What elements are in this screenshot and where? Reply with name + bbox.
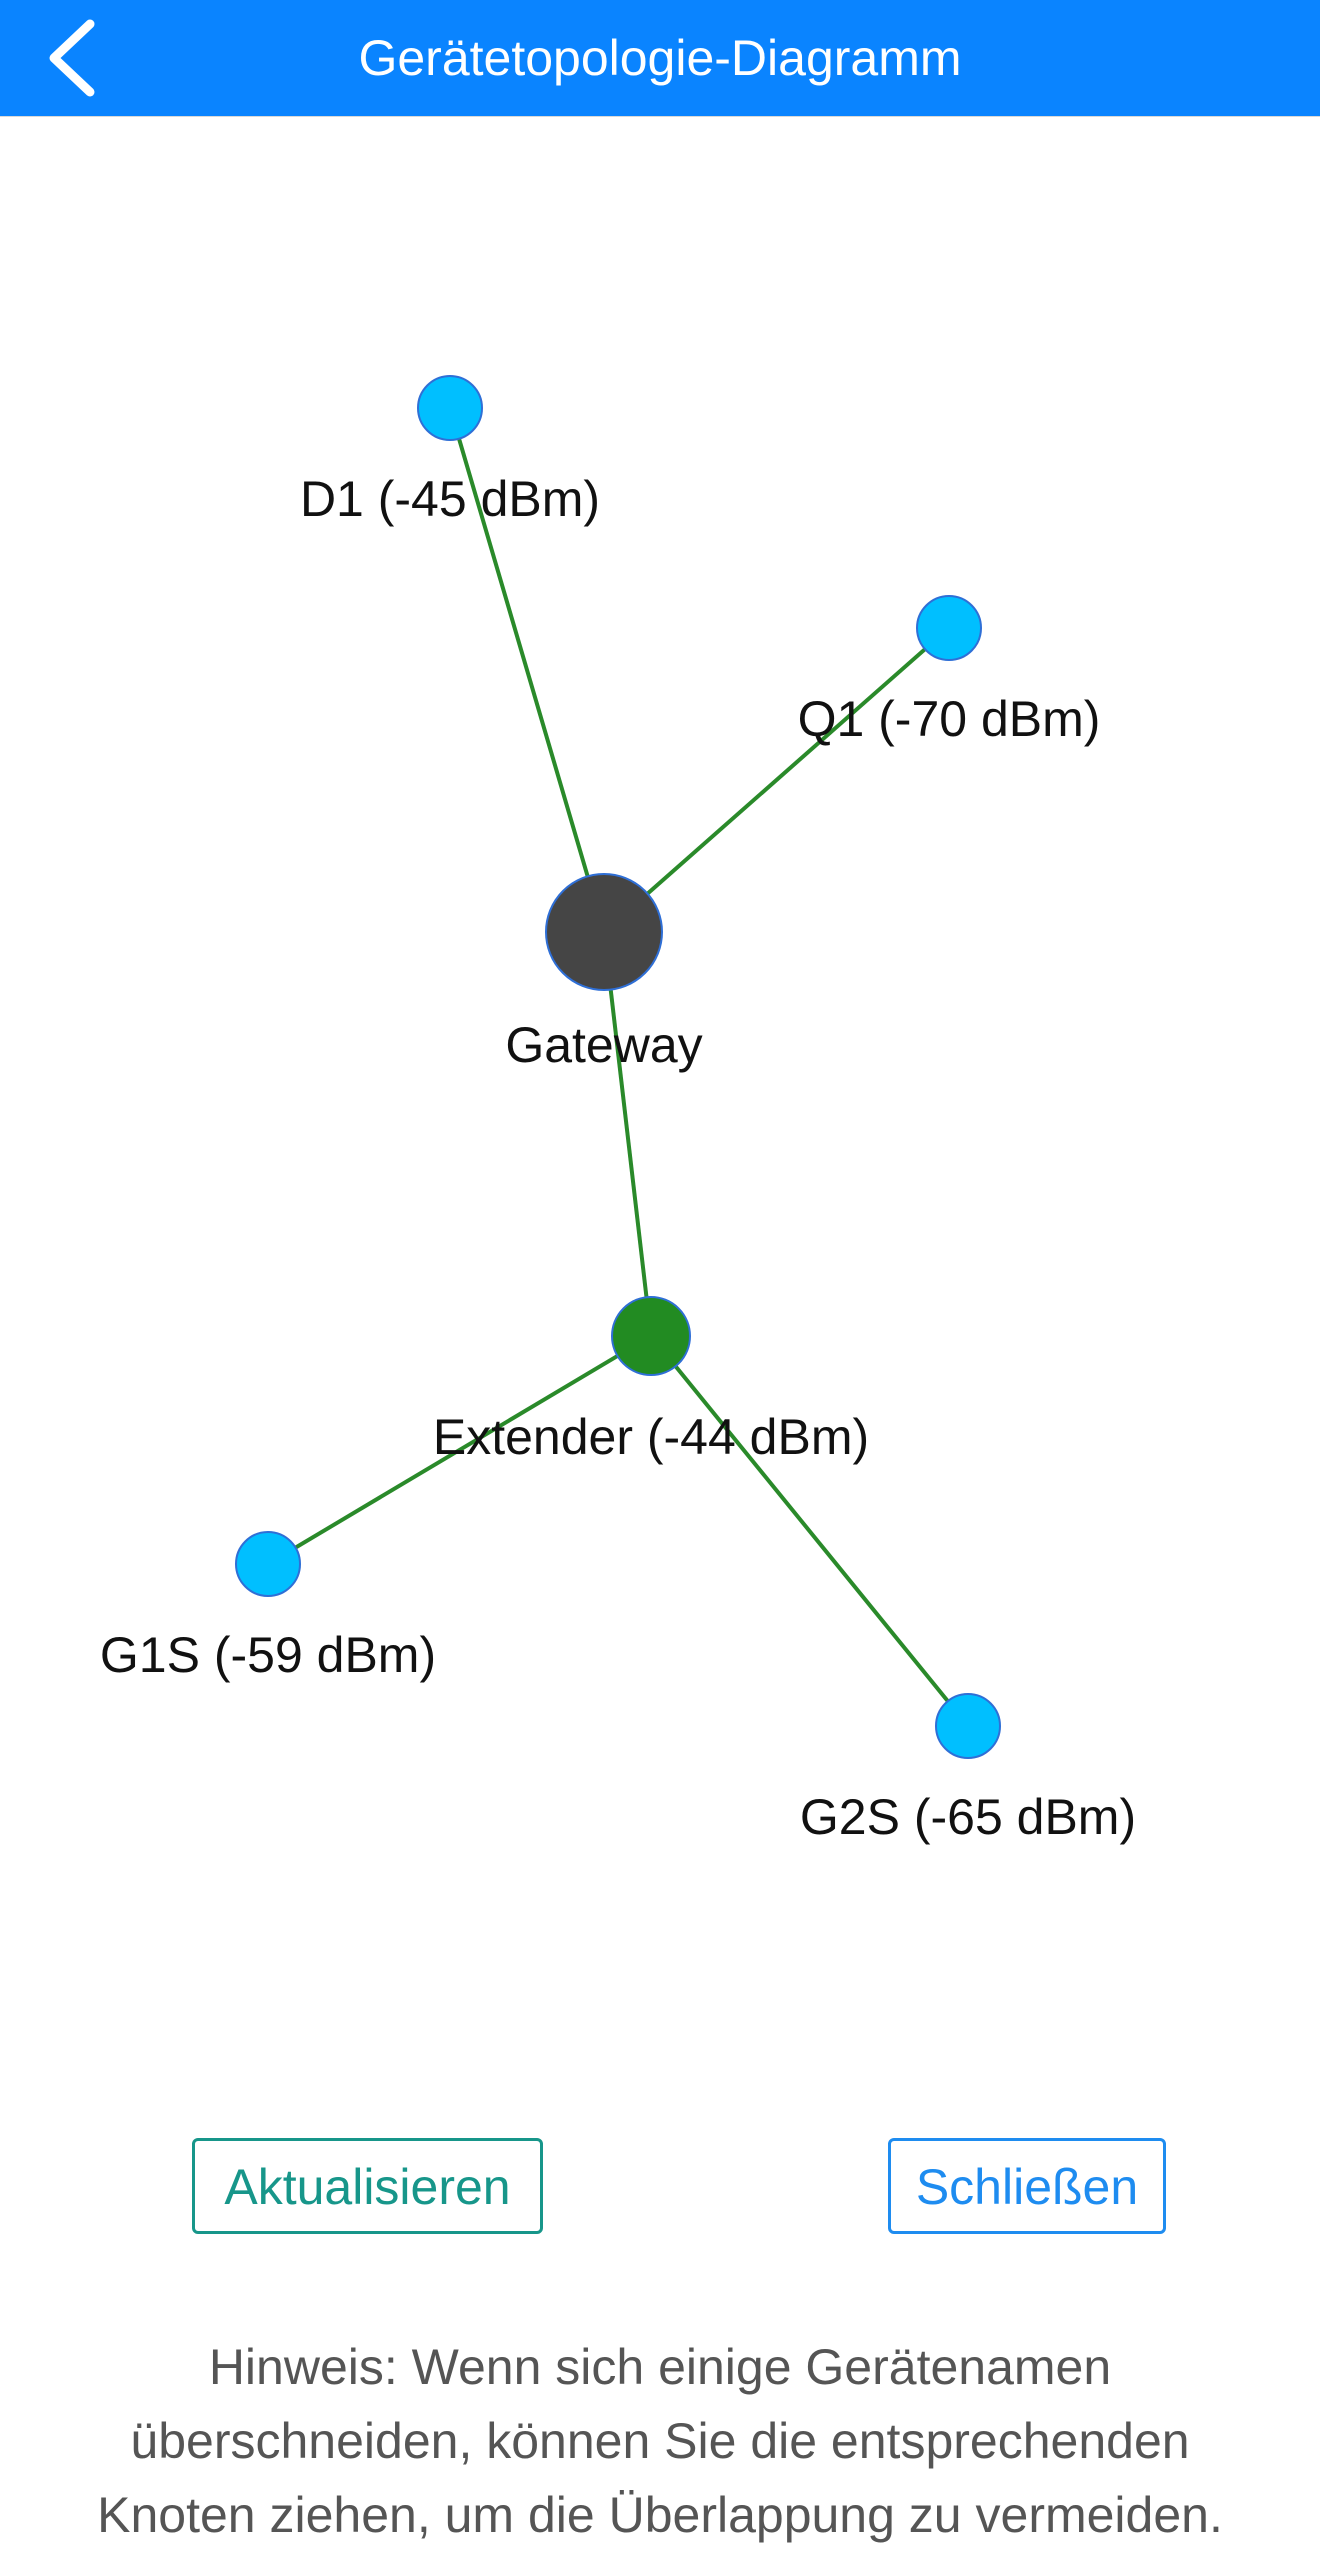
page-title: Gerätetopologie-Diagramm [358,30,962,86]
header-bar: Gerätetopologie-Diagramm [0,0,1320,116]
node-extender[interactable] [611,1296,691,1376]
hint-text: Hinweis: Wenn sich einige Gerätenamen üb… [30,2330,1290,2552]
node-label-g2s: G2S (-65 dBm) [800,1789,1136,1845]
labels-layer: Gateway D1 (-45 dBm) Q1 (-70 dBm) Extender … [100,471,1136,1845]
close-button[interactable]: Schließen [888,2138,1166,2234]
node-label-g1s: G1S (-59 dBm) [100,1627,436,1683]
nodes-layer [235,375,1001,1759]
link-gateway-d1 [448,407,606,933]
links-layer [266,407,970,1728]
node-label-d1: D1 (-45 dBm) [300,471,600,527]
link-extender-g1s [266,1334,653,1566]
node-g2s[interactable] [935,1693,1001,1759]
node-g1s[interactable] [235,1531,301,1597]
link-gateway-extender [602,931,653,1337]
link-extender-g2s [649,1334,970,1728]
hint-line: Hinweis: Wenn sich einige Gerätenamen [208,2339,1112,2395]
hint-line: Knoten ziehen, um die Überlappung zu ver… [97,2487,1223,2543]
chevron-left-icon [49,19,95,97]
refresh-button[interactable]: Aktualisieren [192,2138,543,2234]
node-label-gateway: Gateway [505,1017,702,1073]
node-gateway[interactable] [545,873,663,991]
hint-line: überschneiden, können Sie die entspreche… [130,2413,1190,2469]
node-d1[interactable] [417,375,483,441]
topology-diagram[interactable]: Gateway D1 (-45 dBm) Q1 (-70 dBm) Extender … [0,116,1320,2066]
node-label-extender: Extender (-44 dBm) [433,1409,869,1465]
node-label-q1: Q1 (-70 dBm) [798,691,1101,747]
node-q1[interactable] [916,595,982,661]
back-button[interactable] [30,10,126,106]
link-gateway-q1 [602,626,951,934]
